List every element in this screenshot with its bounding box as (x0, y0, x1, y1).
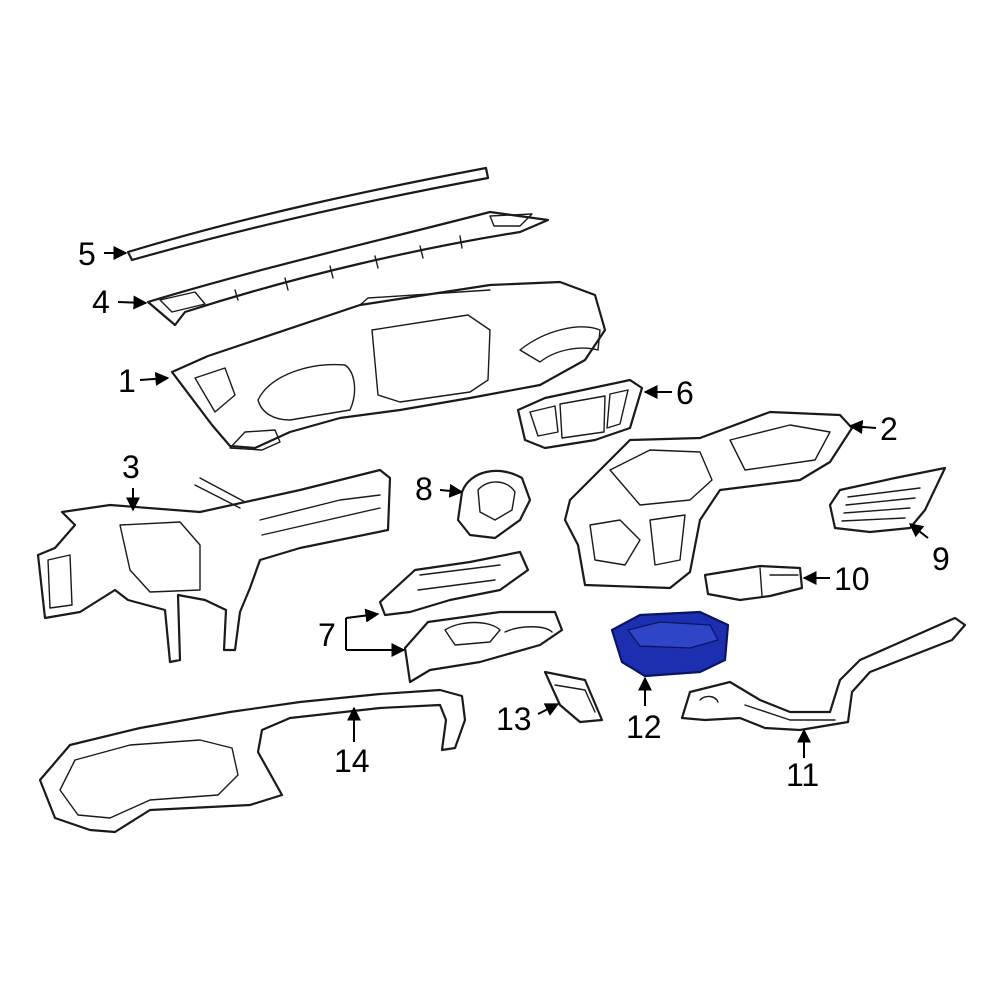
callout-12: 12 (626, 709, 662, 745)
part-7-knee-bolster-upper[interactable] (378, 550, 530, 617)
callout-14: 14 (334, 743, 370, 779)
part-10-module[interactable] (703, 564, 804, 602)
callout-3: 3 (122, 449, 140, 485)
part-13-trim-bezel[interactable] (543, 670, 604, 724)
callout-8: 8 (415, 471, 433, 507)
part-12-storage-bin-highlighted[interactable] (610, 610, 730, 678)
part-11-lower-trim-rail[interactable] (680, 616, 967, 732)
callout-2: 2 (880, 411, 898, 447)
part-4-defroster-panel[interactable] (146, 210, 550, 327)
callout-13: 13 (496, 701, 532, 737)
leader-13 (537, 703, 560, 716)
part-14-cluster-bezel[interactable] (38, 688, 467, 834)
leader-4 (117, 295, 148, 310)
part-2-center-console[interactable] (563, 410, 854, 590)
leader-2 (848, 419, 877, 434)
leader-lines (104, 246, 929, 758)
callout-10: 10 (834, 561, 870, 597)
callout-1: 1 (118, 363, 136, 399)
leader-7-upper (345, 608, 380, 623)
part-8-column-shroud[interactable] (456, 469, 532, 540)
leader-8 (439, 483, 464, 498)
part-9-air-vent-right[interactable] (828, 466, 947, 534)
callout-5: 5 (78, 236, 96, 272)
callout-9: 9 (932, 541, 950, 577)
callout-7: 7 (318, 617, 336, 653)
callout-11: 11 (786, 757, 819, 793)
part-3-cross-car-beam[interactable] (36, 468, 392, 664)
leader-9 (908, 523, 929, 539)
leader-1 (139, 371, 170, 386)
part-5-trim-strip[interactable] (126, 166, 490, 262)
callout-4: 4 (92, 284, 110, 320)
callout-6: 6 (676, 375, 694, 411)
part-1-instrument-panel[interactable] (170, 280, 607, 451)
part-7-knee-bolster-lower[interactable] (403, 610, 564, 684)
callout-labels: 5 4 1 6 2 3 8 9 10 7 13 12 11 14 (78, 236, 950, 793)
part-6-center-bezel[interactable] (516, 378, 644, 450)
